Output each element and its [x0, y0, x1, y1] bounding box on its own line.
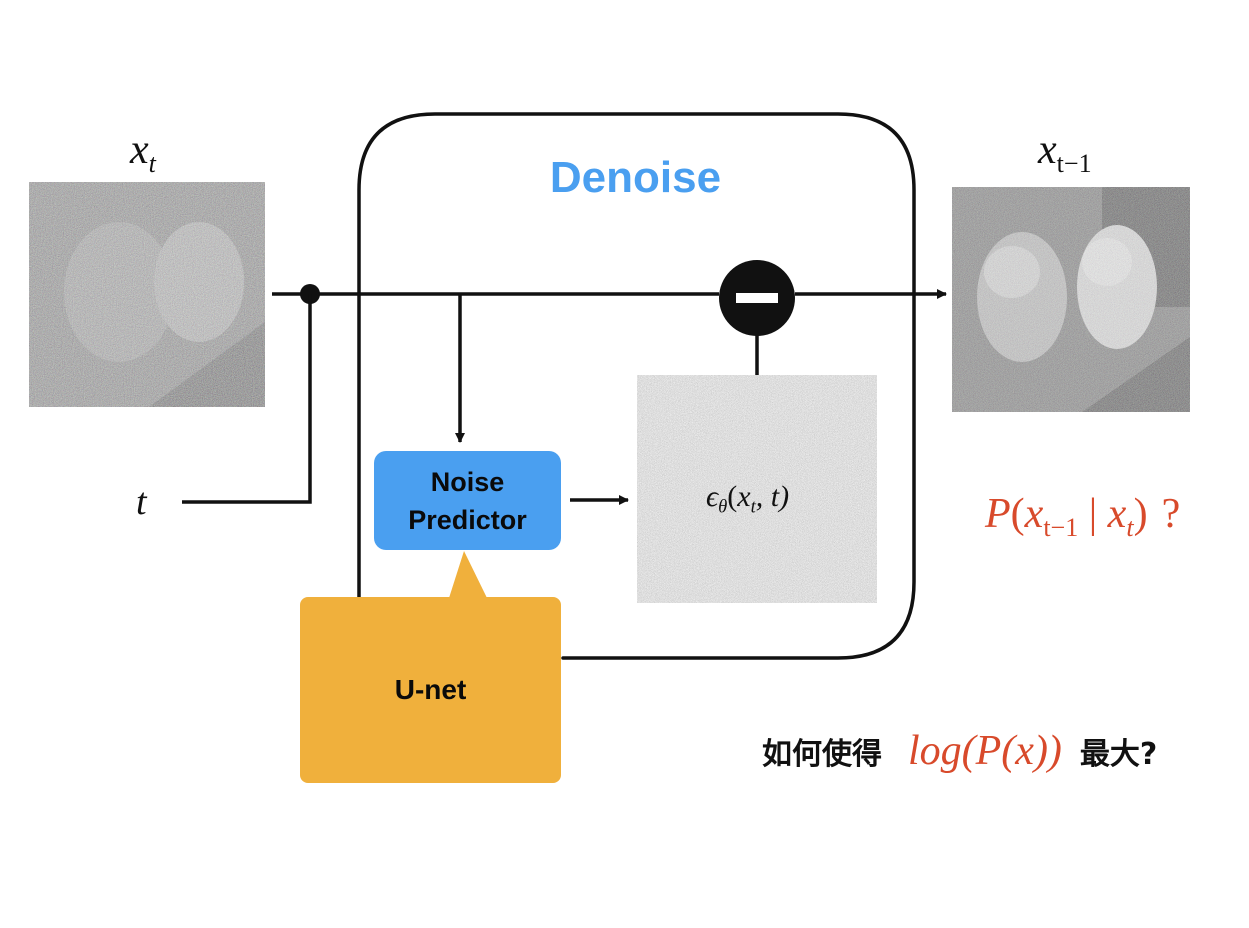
question-suffix: 最大?	[1079, 737, 1158, 772]
t-input-line	[182, 294, 312, 504]
denoised-image-xt-1	[952, 187, 1190, 412]
epsilon-label: ϵθ(xt, t)	[706, 480, 790, 518]
noisy-image-xt	[29, 182, 265, 407]
question-prefix: 如何使得	[762, 737, 882, 772]
minus-circle-icon	[719, 260, 795, 336]
unet-callout-tail	[449, 551, 487, 598]
noise-predictor-line1: Noise	[430, 466, 505, 497]
noise-predictor-line2: Predictor	[408, 504, 527, 535]
log-likelihood-expr: log(P(x))	[908, 728, 1062, 774]
noise-predictor-box: Noise Predictor	[374, 451, 561, 550]
label-t: t	[136, 481, 147, 523]
denoise-title: Denoise	[549, 153, 722, 202]
unet-label: U-net	[394, 674, 467, 705]
label-x-t-minus-1: xt−1	[1038, 127, 1092, 179]
label-x-t: xt	[130, 127, 156, 179]
predicted-noise-image	[637, 375, 877, 603]
denoise-container	[357, 112, 916, 660]
objective-question: 如何使得 log(P(x)) 最大?	[762, 727, 1157, 775]
probability-question: P(xt−1 | xt)?	[985, 491, 1181, 543]
unet-box: U-net	[300, 597, 561, 783]
